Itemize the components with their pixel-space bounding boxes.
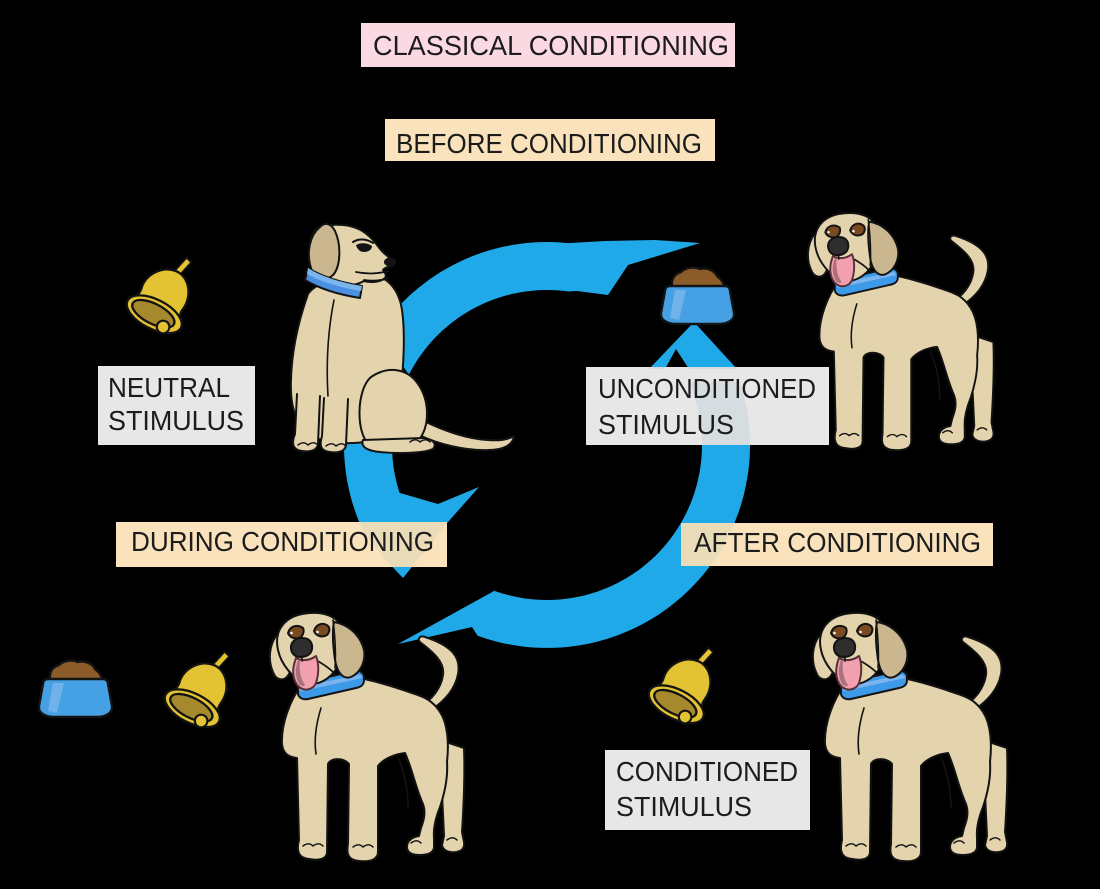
svg-text:AFTER CONDITIONING: AFTER CONDITIONING — [694, 527, 981, 558]
svg-text:BEFORE CONDITIONING: BEFORE CONDITIONING — [396, 128, 702, 159]
svg-text:NEUTRAL: NEUTRAL — [108, 372, 230, 403]
svg-text:STIMULUS: STIMULUS — [616, 791, 752, 822]
svg-text:UNCONDITIONED: UNCONDITIONED — [598, 373, 816, 404]
svg-text:DURING CONDITIONING: DURING CONDITIONING — [131, 526, 434, 557]
svg-text:CONDITIONED: CONDITIONED — [616, 756, 798, 787]
svg-text:CLASSICAL CONDITIONING: CLASSICAL CONDITIONING — [373, 30, 729, 61]
svg-text:STIMULUS: STIMULUS — [598, 409, 734, 440]
svg-text:STIMULUS: STIMULUS — [108, 405, 244, 436]
